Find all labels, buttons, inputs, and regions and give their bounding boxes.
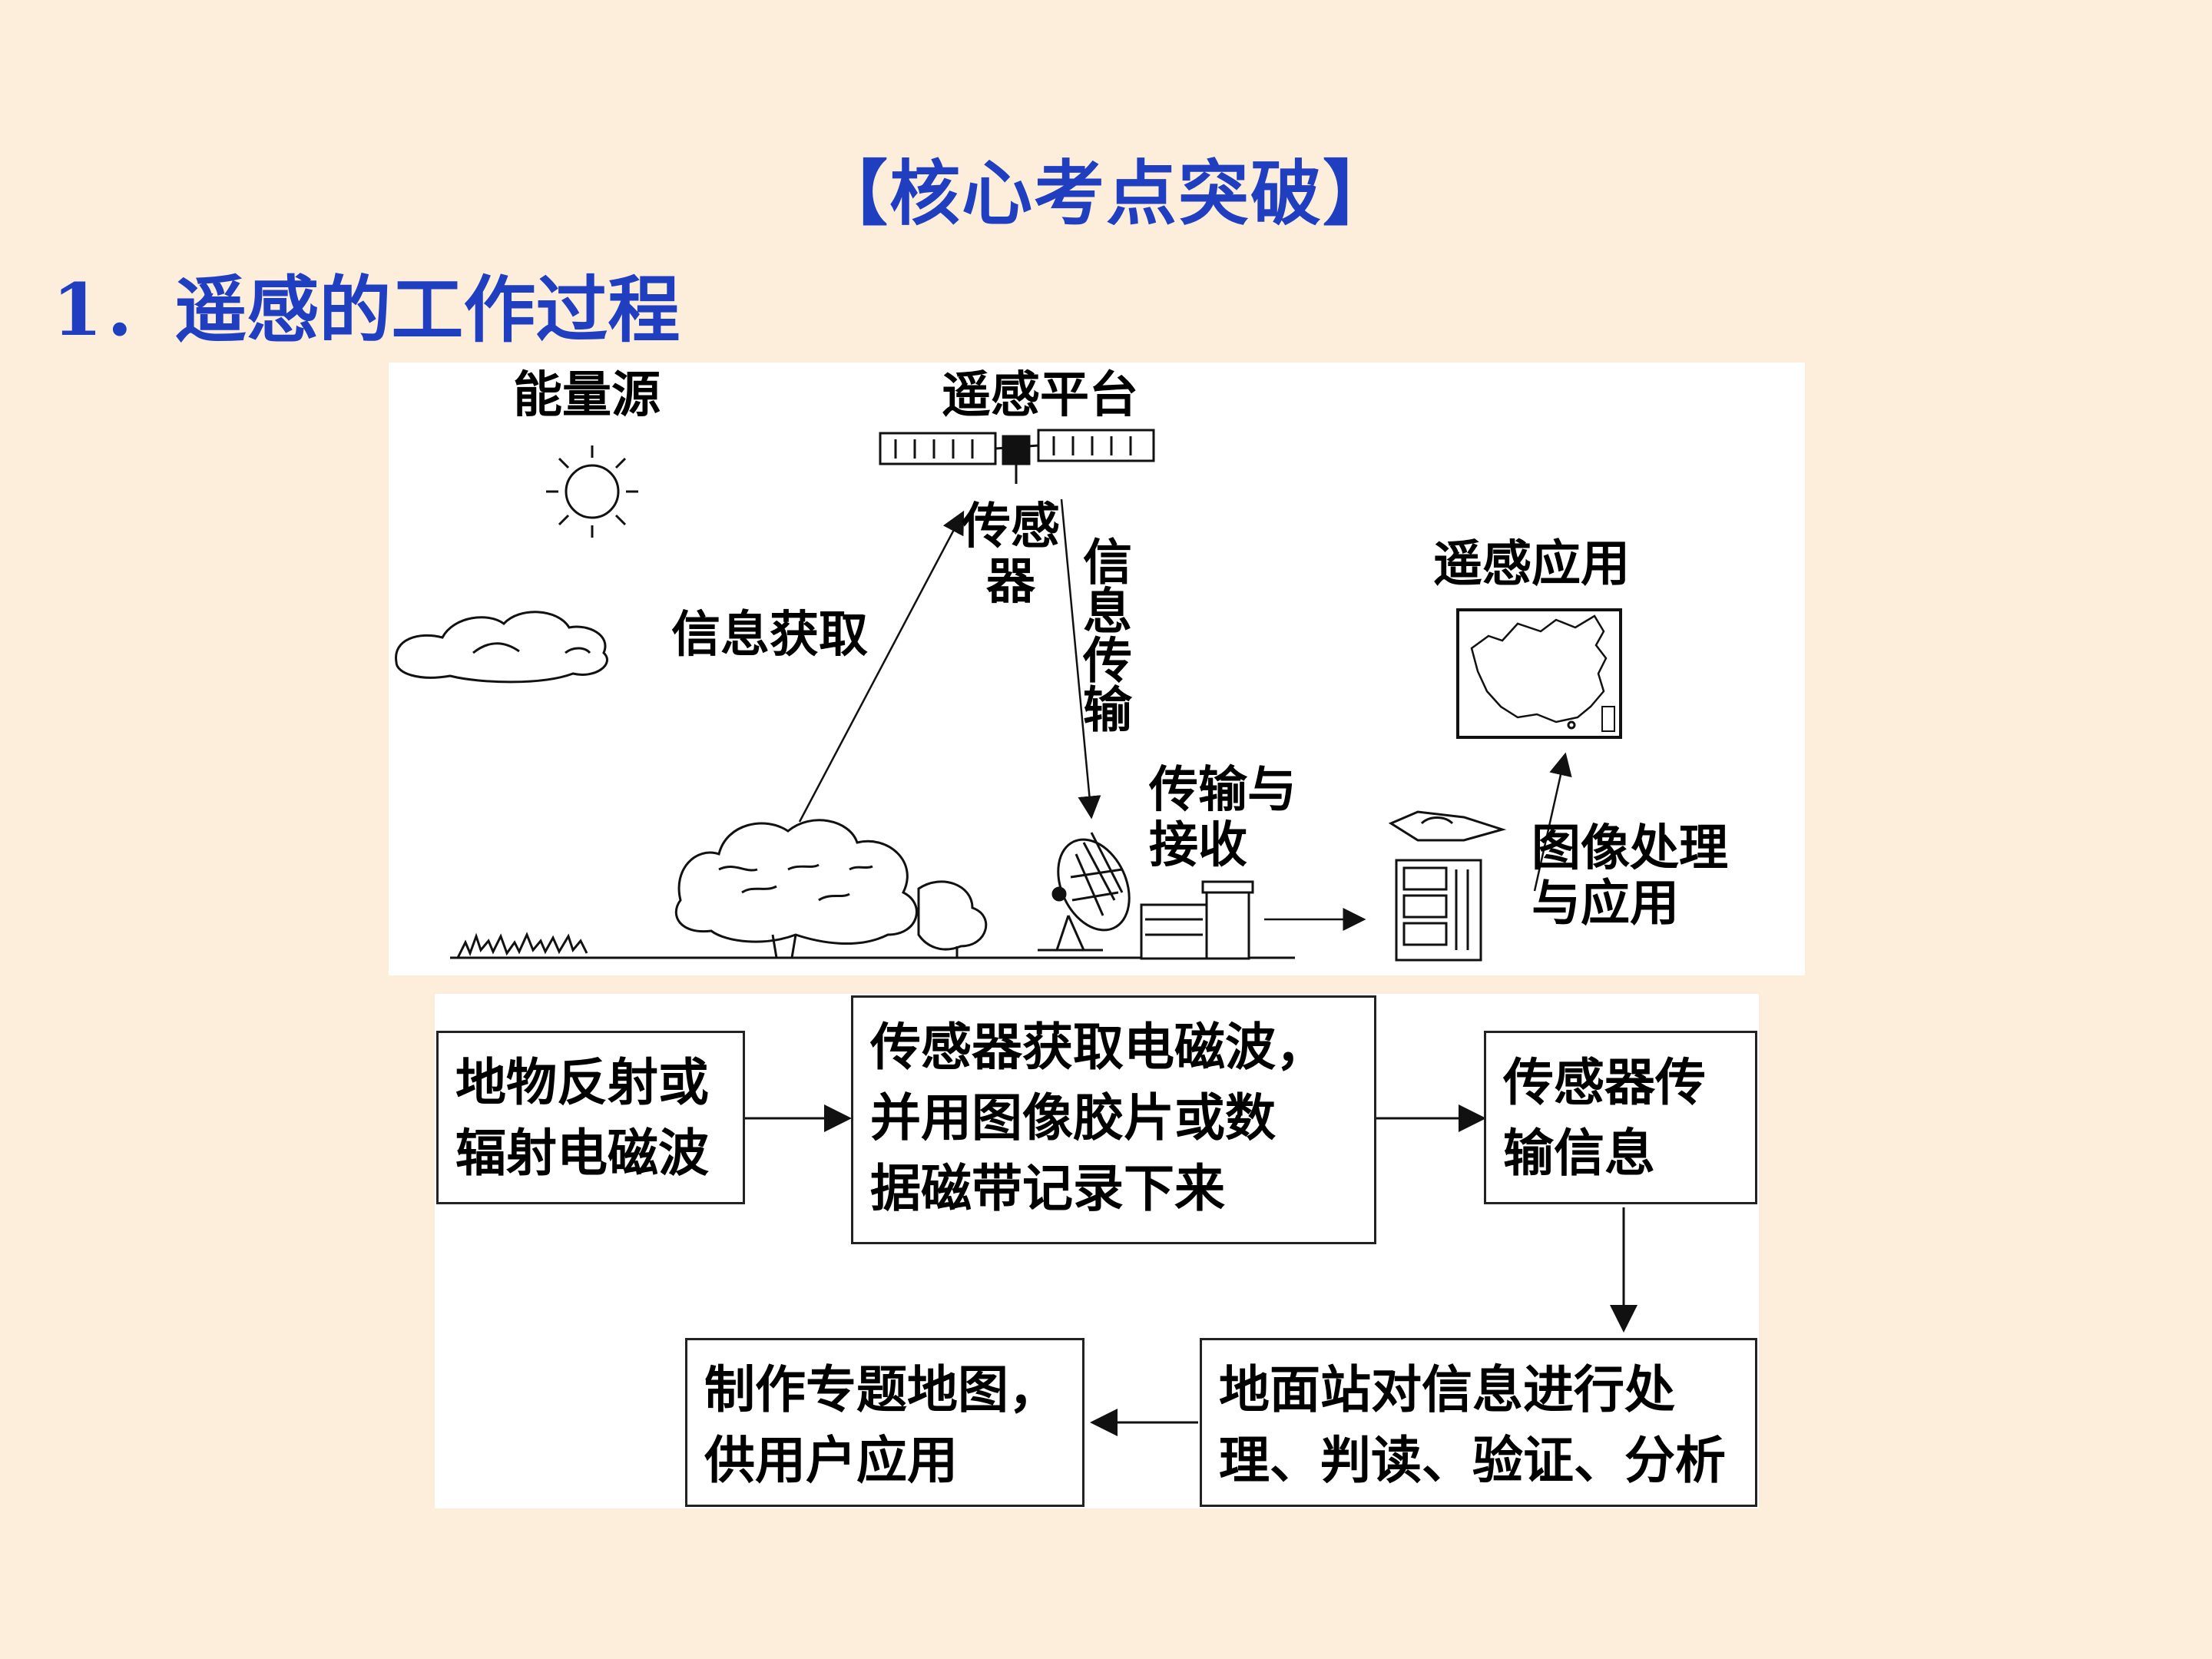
processing-label-line1: 图像处理	[1532, 820, 1728, 877]
tree-icon	[674, 819, 988, 959]
processing-label-line2: 与应用	[1532, 875, 1679, 932]
transmit-receive-label-line1: 传输与	[1149, 761, 1296, 819]
antenna-dish-icon	[1038, 832, 1131, 952]
flow-step-5-line1: 制作专题地图，	[704, 1359, 1059, 1419]
energy-source-label: 能量源	[513, 366, 661, 424]
application-label: 遥感应用	[1433, 535, 1630, 593]
cloud-icon	[395, 611, 608, 684]
flow-step-5-line2: 供用户应用	[704, 1430, 958, 1490]
flow-step-3: 传感器传 输信息	[1484, 1031, 1757, 1204]
acquisition-label: 信息获取	[671, 606, 868, 664]
flow-step-2-line2: 并用图像胶片或数	[870, 1088, 1276, 1147]
ground-station-icon	[1140, 880, 1254, 960]
flow-step-2-line3: 据磁带记录下来	[870, 1158, 1225, 1218]
computer-icon	[1388, 810, 1507, 962]
flow-step-5: 制作专题地图， 供用户应用	[685, 1338, 1084, 1507]
flow-connectors	[745, 1104, 1637, 1436]
flow-step-4-line2: 理、判读、验证、分析	[1219, 1430, 1726, 1490]
page-title: 【核心考点突破】	[816, 152, 1395, 235]
china-map-icon	[1456, 608, 1622, 739]
process-flowchart: 地物反射或 辐射电磁波 传感器获取电磁波， 并用图像胶片或数 据磁带记录下来 传…	[435, 994, 1759, 1508]
sensor-label: 传感器	[962, 498, 1060, 611]
flow-step-1-line2: 辐射电磁波	[455, 1123, 709, 1183]
flow-step-2-line1: 传感器获取电磁波，	[870, 1017, 1326, 1077]
flow-step-4: 地面站对信息进行处 理、判读、验证、分析	[1200, 1338, 1757, 1507]
flow-step-1-line1: 地物反射或	[455, 1052, 709, 1112]
platform-label: 遥感平台	[942, 366, 1138, 424]
transmission-label: 信息传输	[1075, 536, 1132, 733]
illustration-canvas	[395, 429, 1622, 962]
flow-step-4-line1: 地面站对信息进行处	[1219, 1359, 1675, 1419]
satellite-icon	[879, 429, 1155, 484]
transmit-receive-label-line2: 接收	[1149, 816, 1247, 874]
flow-step-1: 地物反射或 辐射电磁波	[436, 1031, 745, 1204]
section-heading: 1．遥感的工作过程	[52, 268, 680, 353]
flow-step-3-line1: 传感器传	[1503, 1052, 1706, 1112]
flow-step-2: 传感器获取电磁波， 并用图像胶片或数 据磁带记录下来	[851, 995, 1376, 1244]
remote-sensing-illustration: 能量源 遥感平台 传感器 信息获取 信息传输 传输与 接收 遥感应用 图像处理 …	[389, 363, 1805, 975]
flow-step-3-line2: 输信息	[1503, 1123, 1655, 1183]
sun-icon	[546, 445, 638, 538]
